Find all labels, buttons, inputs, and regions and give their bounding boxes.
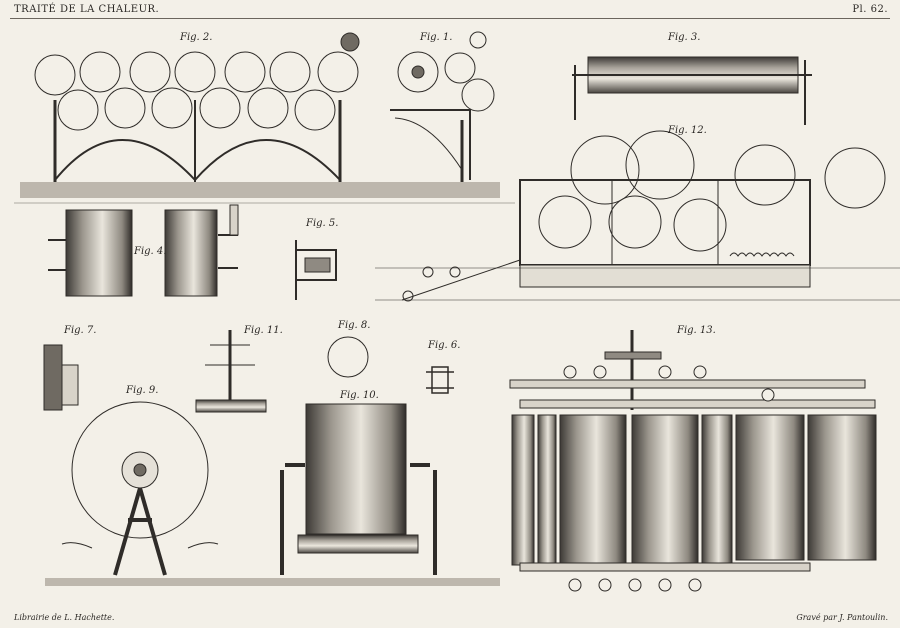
fig5-label: Fig. 5. — [306, 218, 339, 229]
fig11-drawing — [195, 330, 267, 413]
fig13-drawing — [509, 330, 877, 592]
fig6-label: Fig. 6. — [428, 340, 461, 351]
fig7-label: Fig. 7. — [64, 325, 97, 336]
fig13-label: Fig. 13. — [677, 325, 716, 336]
publisher-credit: Librairie de L. Hachette. — [14, 613, 115, 622]
fig8-drawing — [327, 336, 369, 378]
book-title: TRAITÉ DE LA CHALEUR. — [14, 4, 160, 15]
engraver-credit: Gravé par J. Pantoulin. — [796, 613, 888, 622]
fig10-drawing — [280, 403, 437, 575]
fig4-drawing — [48, 204, 239, 297]
plate-number: Pl. 62. — [852, 4, 888, 15]
fig8-label: Fig. 8. — [338, 320, 371, 331]
fig6-drawing — [426, 366, 454, 394]
fig12-drawing — [375, 130, 900, 302]
fig9-drawing — [45, 401, 500, 586]
fig11-label: Fig. 11. — [244, 325, 283, 336]
fig1-drawing — [390, 31, 495, 182]
fig12-label: Fig. 12. — [668, 125, 707, 136]
fig5-drawing — [295, 240, 337, 300]
fig3-drawing — [572, 56, 812, 125]
fig2-drawing — [20, 32, 500, 198]
fig4-label: Fig. 4. — [134, 246, 167, 257]
fig3-label: Fig. 3. — [668, 32, 701, 43]
fig7-drawing — [43, 344, 79, 411]
fig10-label: Fig. 10. — [340, 390, 379, 401]
fig9-label: Fig. 9. — [126, 385, 159, 396]
header-rule — [10, 18, 890, 19]
fig1-label: Fig. 1. — [420, 32, 453, 43]
fig2-label: Fig. 2. — [180, 32, 213, 43]
